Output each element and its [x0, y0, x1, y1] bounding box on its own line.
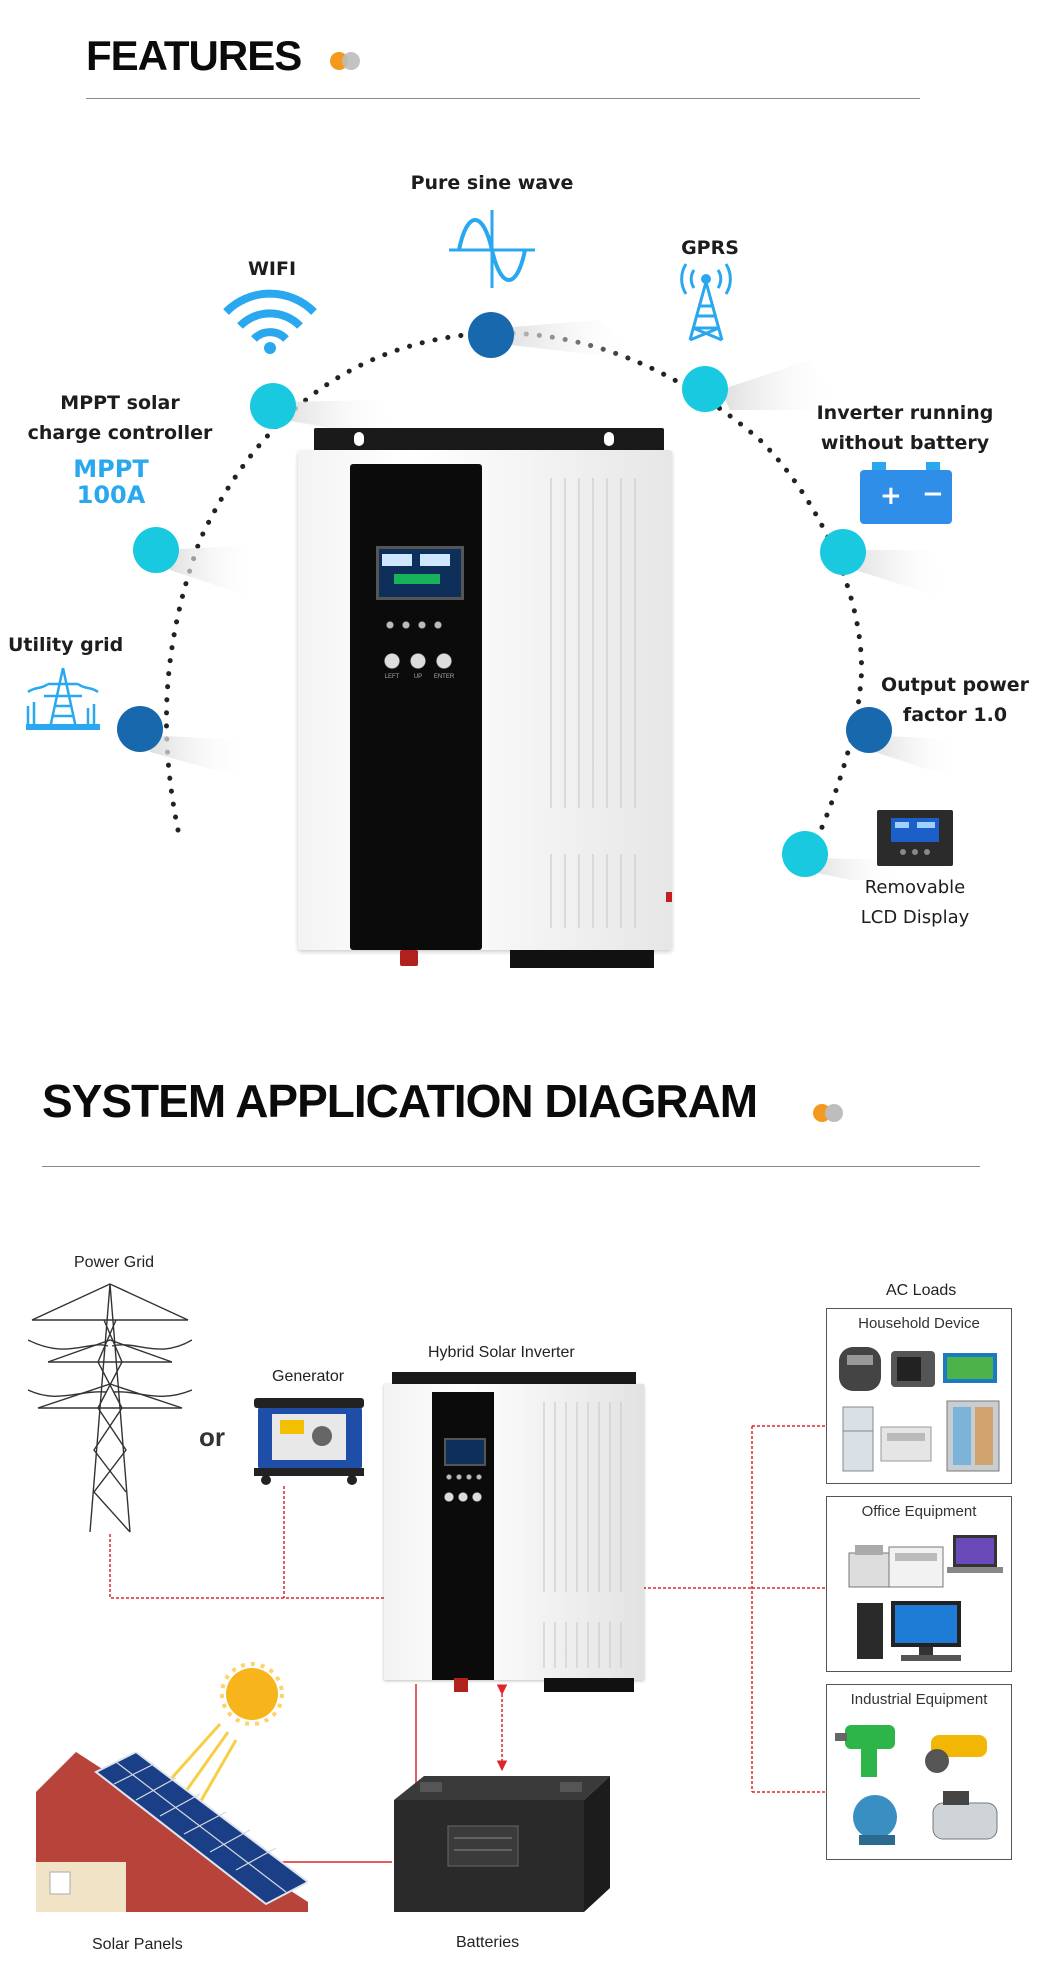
label-pure-sine-wave: Pure sine wave	[410, 172, 574, 194]
label-power-grid: Power Grid	[74, 1254, 155, 1271]
load-box-title: Household Device	[858, 1315, 980, 1332]
node-power-factor	[846, 707, 892, 753]
industrial-equipment-icon	[835, 1725, 998, 1845]
label-batteries: Batteries	[456, 1934, 520, 1951]
svg-text:+: +	[880, 481, 902, 511]
load-box-household: Household Device	[826, 1308, 1012, 1484]
transmission-tower-icon	[28, 1283, 192, 1533]
node-wifi	[250, 383, 296, 429]
diagram-divider	[42, 1166, 980, 1167]
wiring	[109, 1420, 838, 1863]
node-lcd	[782, 831, 828, 877]
power-pylon-icon	[26, 667, 100, 730]
inverter-button-up-label: UP	[413, 674, 423, 680]
node-gprs	[682, 366, 728, 412]
label-hybrid-inverter: Hybrid Solar Inverter	[428, 1344, 575, 1361]
wifi-icon	[223, 289, 317, 354]
sine-wave-icon	[449, 210, 535, 288]
label-wifi: WIFI	[247, 258, 297, 280]
features-divider	[86, 98, 920, 99]
load-box-title: Office Equipment	[861, 1503, 977, 1520]
office-equipment-icon	[848, 1535, 1003, 1661]
household-appliances-icon	[839, 1347, 1000, 1472]
or-word: or	[199, 1422, 225, 1452]
load-box-industrial: Industrial Equipment	[826, 1684, 1012, 1860]
inverter-button-left-label: LEFT	[384, 674, 400, 680]
solar-panels-image	[36, 1752, 308, 1912]
node-pure-sine-wave	[468, 312, 514, 358]
features-title: FEATURES	[86, 32, 302, 79]
gprs-tower-icon	[680, 263, 732, 342]
load-box-title: Industrial Equipment	[850, 1691, 988, 1708]
label-solar-panels: Solar Panels	[92, 1936, 183, 1953]
label-power-factor: Output power factor 1.0	[880, 674, 1030, 726]
battery-icon: + −	[860, 462, 952, 524]
node-mppt	[133, 527, 179, 573]
load-box-office: Office Equipment	[826, 1496, 1012, 1672]
battery-image	[394, 1776, 610, 1912]
diagram-title: SYSTEM APPLICATION DIAGRAM	[42, 1075, 758, 1127]
lcd-display-icon	[877, 810, 953, 866]
hybrid-inverter-image	[384, 1372, 644, 1694]
label-no-battery: Inverter running without battery	[816, 402, 994, 454]
label-generator: Generator	[272, 1368, 345, 1385]
svg-text:−: −	[922, 479, 944, 509]
inverter-product-image: LEFT UP ENTER	[298, 428, 672, 984]
label-ac-loads: AC Loads	[886, 1282, 957, 1299]
node-utility-grid	[117, 706, 163, 752]
label-mppt: MPPT solar charge controller	[27, 392, 213, 444]
inverter-button-enter-label: ENTER	[433, 674, 455, 680]
label-lcd: Removable LCD Display	[860, 877, 970, 928]
node-battery	[820, 529, 866, 575]
mppt-badge: MPPT 100A	[73, 455, 149, 509]
feature-arc	[148, 320, 960, 880]
label-gprs: GPRS	[681, 237, 739, 259]
sun-icon	[168, 1662, 284, 1807]
generator-icon	[254, 1398, 364, 1485]
label-utility-grid: Utility grid	[8, 634, 124, 656]
